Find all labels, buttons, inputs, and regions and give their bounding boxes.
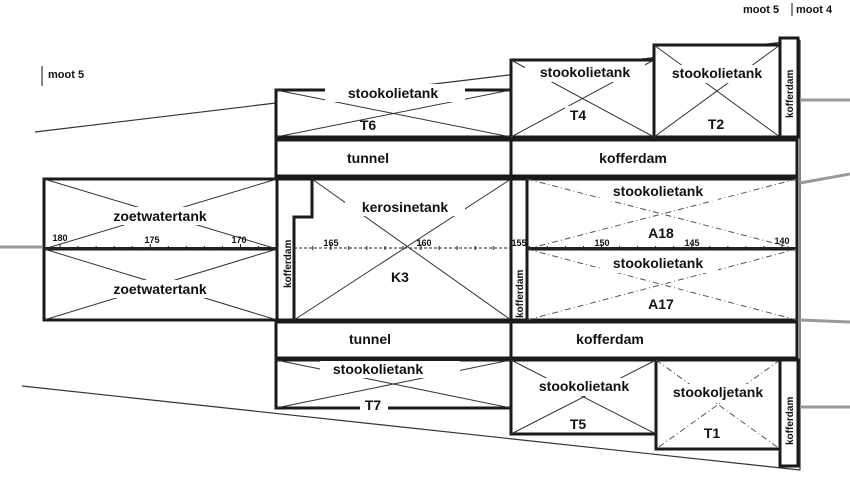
tank-t4: stookolietank T4 xyxy=(509,58,656,139)
tank-t1-type: stookoljetank xyxy=(673,384,763,400)
frame-number-170: 170 xyxy=(231,235,246,245)
tank-t4-type: stookolietank xyxy=(540,64,630,80)
tank-a18-type: stookolietank xyxy=(613,183,703,199)
tank-t6-type: stookolietank xyxy=(348,85,438,101)
moot-label-left: moot 5 xyxy=(48,69,84,81)
moot-label-top-a: moot 5 xyxy=(743,4,779,16)
frame-number-145: 145 xyxy=(684,238,699,248)
kofferdam-mid-left: kofferdam xyxy=(283,179,314,320)
tunnel-bottom: tunnel xyxy=(274,320,513,360)
tank-t5-type: stookolietank xyxy=(539,378,629,394)
frame-number-150: 150 xyxy=(594,238,609,248)
tank-k3-code: K3 xyxy=(391,269,409,285)
tank-t4-code: T4 xyxy=(570,107,587,123)
tank-t7-code: T7 xyxy=(365,397,382,413)
tunnel-top-label: tunnel xyxy=(347,150,389,166)
kofferdam-mid-right-label: kofferdam xyxy=(515,270,526,318)
kofferdam-bottom-right-label: kofferdam xyxy=(785,397,796,445)
frame-stub xyxy=(799,172,850,185)
tank-t2-code: T2 xyxy=(708,116,725,132)
frame-number-160: 160 xyxy=(416,238,431,248)
frame-stub xyxy=(799,318,850,324)
kofferdam-bottom-mid-label: kofferdam xyxy=(576,331,644,347)
tank-a18: stookolietank A18 xyxy=(525,177,799,251)
tank-t1-code: T1 xyxy=(704,425,721,441)
tank-t5: stookolietank T5 xyxy=(509,358,658,436)
moot-label-top-b: moot 4 xyxy=(796,4,833,16)
zoetwatertank-upper: zoetwatertank xyxy=(42,177,279,251)
zoetwatertank-lower: zoetwatertank xyxy=(42,247,279,322)
kofferdam-top-right-label: kofferdam xyxy=(785,70,796,118)
frame-number-140: 140 xyxy=(774,236,789,246)
kofferdam-bottom-mid: kofferdam xyxy=(509,320,799,360)
kofferdam-top-mid-label: kofferdam xyxy=(599,150,667,166)
tank-t7: stookolietank T7 xyxy=(274,358,513,413)
zoetwatertank-lower-label: zoetwatertank xyxy=(113,281,207,297)
kofferdam-top-right: kofferdam xyxy=(778,36,800,139)
tank-a17: stookolietank A17 xyxy=(525,247,799,322)
frame-number-155: 155 xyxy=(511,238,526,248)
tank-a18-code: A18 xyxy=(648,225,674,241)
tank-a17-code: A17 xyxy=(648,296,674,312)
tank-a17-type: stookolietank xyxy=(613,255,703,271)
tank-t7-type: stookolietank xyxy=(333,361,423,377)
kofferdam-bottom-right: kofferdam xyxy=(778,358,800,468)
zoetwatertank-upper-label: zoetwatertank xyxy=(113,208,207,224)
frame-ticks xyxy=(59,244,783,250)
kofferdam-mid-left-label: kofferdam xyxy=(283,240,294,288)
hull-line-bottom xyxy=(21,385,801,471)
tank-t6-code: T6 xyxy=(360,117,377,133)
tank-t2-type: stookolietank xyxy=(672,65,762,81)
tank-t1: stookoljetank T1 xyxy=(654,358,782,451)
kofferdam-mid-right: kofferdam xyxy=(515,270,526,318)
tank-t2: stookolietank T2 xyxy=(652,43,782,139)
frame-number-175: 175 xyxy=(144,235,159,245)
tank-t5-code: T5 xyxy=(570,416,587,432)
tunnel-bottom-label: tunnel xyxy=(349,331,391,347)
frame-number-180: 180 xyxy=(52,233,67,243)
tank-t6: stookolietank T6 xyxy=(274,84,513,139)
tank-k3-type: kerosinetank xyxy=(362,199,449,215)
kofferdam-top-mid: kofferdam xyxy=(509,138,799,178)
tunnel-top: tunnel xyxy=(274,138,513,178)
frame-number-165: 165 xyxy=(323,238,338,248)
tank-k3: kerosinetank K3 xyxy=(293,178,512,321)
